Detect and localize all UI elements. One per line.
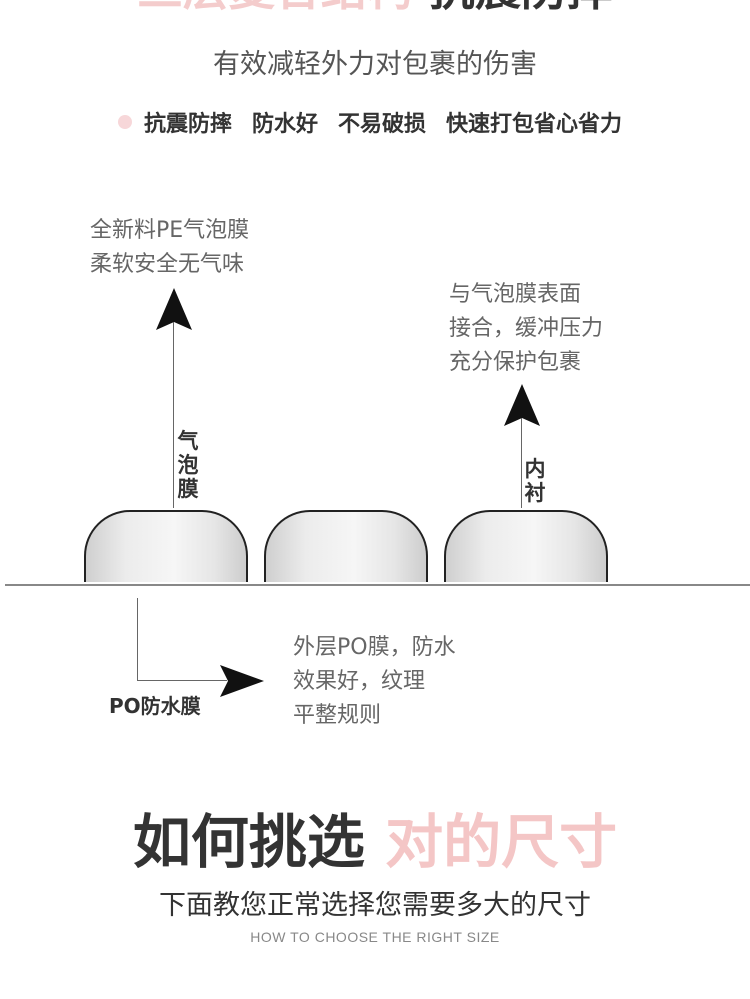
mailer-shape xyxy=(84,510,248,582)
feature-item: 快速打包省心省力 xyxy=(446,112,623,137)
bullet-dot-icon xyxy=(118,115,132,129)
inner-lining-label: 内衬 xyxy=(524,457,546,505)
note-line: 平整规则 xyxy=(293,703,382,728)
mailer-shape xyxy=(444,510,608,582)
arrow-up-icon xyxy=(504,384,540,426)
note-line: 接合，缓冲压力 xyxy=(449,316,604,341)
inner-lining-note: 与气泡膜表面 接合，缓冲压力 充分保护包裹 xyxy=(449,278,603,380)
feature-item: 防水好 xyxy=(252,112,319,137)
bubble-film-note: 全新料PE气泡膜 柔软安全无气味 xyxy=(90,214,249,282)
note-line: 柔软安全无气味 xyxy=(90,252,245,277)
top-title-dark: 抗震防摔 xyxy=(429,0,613,16)
po-film-leader-line-horizontal xyxy=(137,680,227,681)
note-line: 全新料PE气泡膜 xyxy=(90,218,250,243)
size-title-dark: 如何挑选 xyxy=(132,808,365,876)
feature-item: 不易破损 xyxy=(338,112,427,137)
feature-item: 抗震防摔 xyxy=(144,112,233,137)
size-section-subtitle: 下面教您正常选择您需要多大的尺寸 xyxy=(159,890,591,921)
size-section-title: 如何挑选 对的尺寸 xyxy=(0,806,750,878)
po-film-label: PO防水膜 xyxy=(109,694,201,718)
size-section-english: HOW TO CHOOSE THE RIGHT SIZE xyxy=(250,929,500,945)
ground-divider xyxy=(5,584,750,586)
note-line: 外层PO膜，防水 xyxy=(293,635,456,660)
arrow-right-icon xyxy=(220,665,264,697)
bubble-film-leader-line xyxy=(173,322,174,508)
arrow-up-icon xyxy=(156,288,192,330)
top-title-pink: 三层复合结构 xyxy=(137,0,413,16)
bubble-film-label: 气泡膜 xyxy=(177,429,199,501)
note-line: 充分保护包裹 xyxy=(449,350,582,375)
mailer-shape xyxy=(264,510,428,582)
po-film-leader-line xyxy=(137,598,138,680)
note-line: 与气泡膜表面 xyxy=(449,282,582,307)
feature-list: 抗震防摔 防水好 不易破损 快速打包省心省力 xyxy=(118,106,642,138)
note-line: 效果好，纹理 xyxy=(293,669,426,694)
header-subtitle: 有效减轻外力对包裹的伤害 xyxy=(213,49,537,80)
po-film-note: 外层PO膜，防水 效果好，纹理 平整规则 xyxy=(293,631,456,733)
size-title-pink: 对的尺寸 xyxy=(385,808,618,876)
top-title: 三层复合结构 抗震防摔 xyxy=(0,0,750,14)
inner-lining-leader-line xyxy=(521,418,522,508)
